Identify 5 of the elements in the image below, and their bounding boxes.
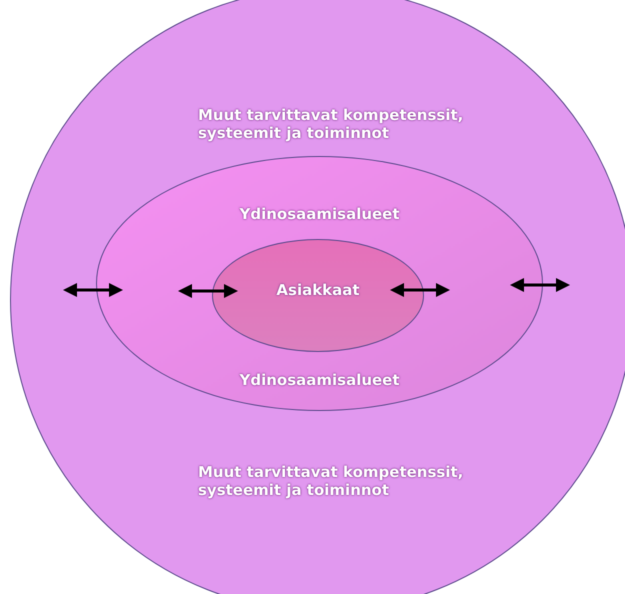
ellipse-label: Asiakkaat [276,280,360,298]
circle-label: Muut tarvittavat kompetenssit, systeemit ja toiminnot [198,106,464,142]
ellipse-label: Ydinosaamisalueet [239,205,400,223]
ellipse-label: Ydinosaamisalueet [239,371,400,389]
circle-label: Muut tarvittavat kompetenssit, systeemit ja toiminnot [198,463,464,499]
